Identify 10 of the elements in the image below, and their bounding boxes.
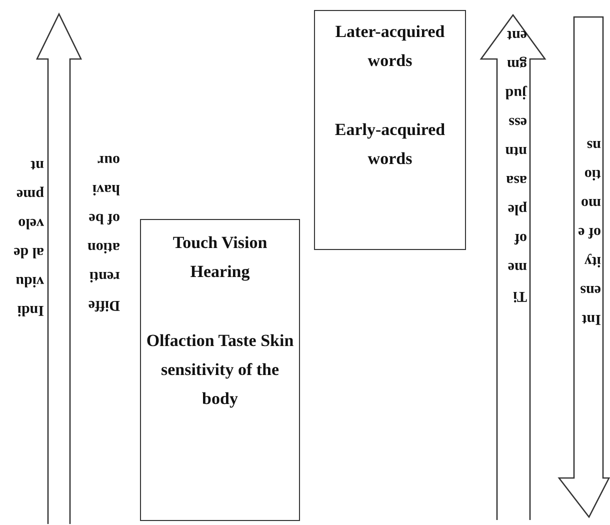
axis-label: Differentiation of behaviour	[86, 151, 120, 315]
item-list: Touch Vision Hearing	[143, 228, 297, 286]
item-list: Later-acquired words	[317, 17, 463, 75]
axis-label: Time of pleasantness judgment	[504, 26, 527, 306]
item-list: Olfaction Taste Skin sensitivity of the body	[143, 326, 297, 413]
text-box	[140, 219, 300, 521]
item-list: Early-acquired words	[317, 115, 463, 173]
axis-label: Intensity of emotions	[577, 136, 601, 329]
axis-label: Individual development	[12, 156, 44, 320]
text-box	[314, 10, 466, 250]
